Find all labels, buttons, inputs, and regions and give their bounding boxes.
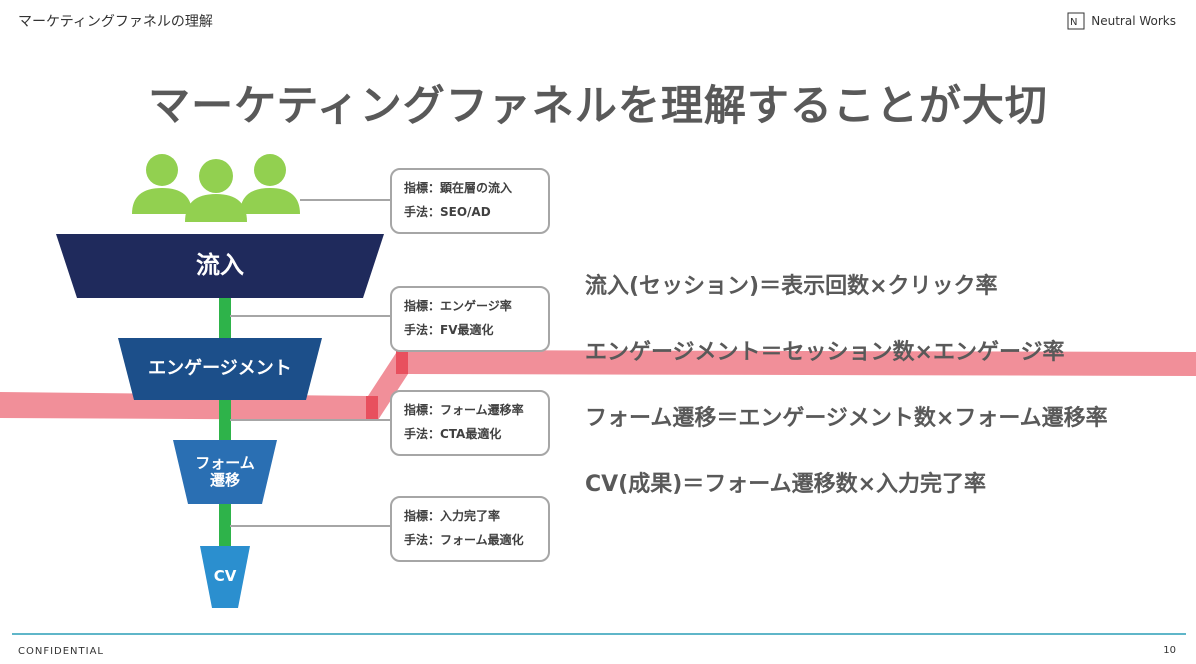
- highlight-band: [0, 350, 1196, 420]
- funnel-label-cv: CV: [213, 567, 237, 586]
- funnel-stem: [219, 298, 231, 548]
- callout-method: 手法：CTA最適化: [404, 427, 502, 441]
- callout-box: 指標：顕在層の流入 手法：SEO/AD: [390, 168, 550, 234]
- footer-divider: [12, 633, 1186, 635]
- funnel-stage-inflow: [56, 234, 384, 298]
- callout-metric: 指標：エンゲージ率: [404, 299, 512, 313]
- callout-method: 手法：FV最適化: [404, 323, 494, 337]
- callout-box: 指標：フォーム遷移率 手法：CTA最適化: [390, 390, 550, 456]
- callout-box: 指標：エンゲージ率 手法：FV最適化: [390, 286, 550, 352]
- highlight-marker: [366, 396, 378, 420]
- brand-name: Neutral Works: [1091, 14, 1176, 28]
- funnel-label-form-line2: 遷移: [209, 471, 240, 489]
- formula-engagement: エンゲージメント＝セッション数×エンゲージ率: [585, 340, 1065, 365]
- formula-inflow: 流入(セッション)＝表示回数×クリック率: [585, 274, 998, 299]
- brand-logo-icon: N: [1067, 12, 1085, 30]
- callout-box: 指標：入力完了率 手法：フォーム最適化: [390, 496, 550, 562]
- callout-metric: 指標：顕在層の流入: [404, 181, 513, 195]
- people-icon: [132, 154, 300, 222]
- svg-text:N: N: [1070, 17, 1077, 28]
- footer-confidential: CONFIDENTIAL: [18, 646, 105, 657]
- formula-form: フォーム遷移＝エンゲージメント数×フォーム遷移率: [585, 406, 1108, 431]
- funnel-stage-engagement: [118, 338, 322, 400]
- highlight-marker: [396, 350, 408, 374]
- formula-cv: CV(成果)＝フォーム遷移数×入力完了率: [585, 472, 987, 497]
- page-title: マーケティングファネルを理解することが大切: [148, 81, 1048, 130]
- callout-metric: 指標：入力完了率: [404, 509, 501, 523]
- funnel-stage-cv: [200, 546, 250, 608]
- page-number: 10: [1163, 645, 1176, 656]
- callout-method: 手法：フォーム最適化: [404, 533, 524, 547]
- header-title: マーケティングファネルの理解: [18, 14, 213, 30]
- funnel-label-form: フォーム 遷移: [173, 440, 277, 504]
- funnel-stage-form: [173, 440, 277, 504]
- funnel-label-engagement: エンゲージメント: [148, 357, 292, 379]
- funnel-label-form-line1: フォーム: [195, 453, 255, 472]
- brand-logo: N Neutral Works: [1067, 12, 1176, 30]
- callout-method: 手法：SEO/AD: [404, 205, 491, 219]
- callout-metric: 指標：フォーム遷移率: [404, 403, 524, 417]
- funnel-label-inflow: 流入: [196, 251, 244, 280]
